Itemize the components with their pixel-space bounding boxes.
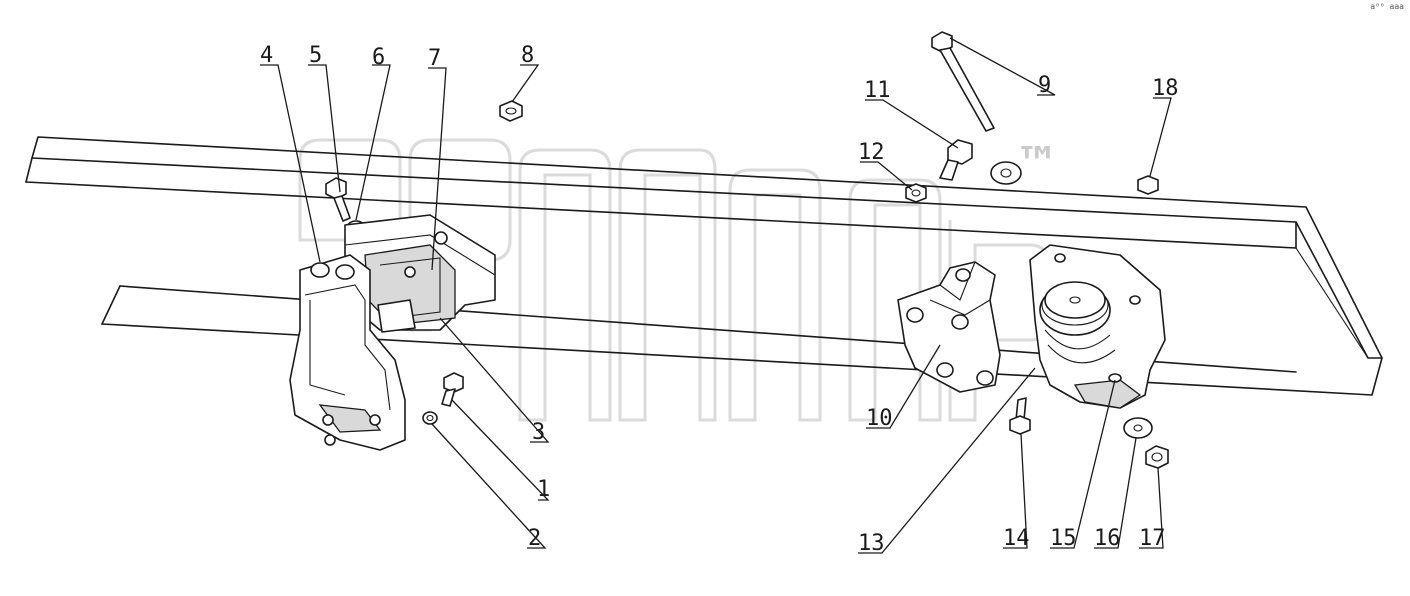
callout-5: 5 bbox=[309, 43, 322, 68]
callout-1: 1 bbox=[537, 477, 550, 502]
bolt-1 bbox=[441, 372, 464, 407]
callout-4: 4 bbox=[260, 43, 273, 68]
frame-rail bbox=[25, 136, 1383, 396]
rubber-mount-15 bbox=[1029, 244, 1166, 409]
washer-16 bbox=[1123, 417, 1153, 439]
callout-7: 7 bbox=[428, 46, 441, 71]
nut-8 bbox=[499, 100, 523, 122]
front-mount-bracket bbox=[344, 214, 496, 333]
callout-12: 12 bbox=[858, 140, 885, 165]
callout-17: 17 bbox=[1139, 526, 1166, 551]
nut-18 bbox=[1137, 175, 1159, 195]
callout-15: 15 bbox=[1050, 526, 1077, 551]
bolt-5 bbox=[325, 177, 351, 222]
callout-10: 10 bbox=[866, 406, 893, 431]
callout-6: 6 bbox=[372, 45, 385, 70]
callout-11: 11 bbox=[864, 78, 891, 103]
callout-13: 13 bbox=[858, 531, 885, 556]
front-cast-bracket-4 bbox=[289, 254, 406, 451]
washer-2 bbox=[422, 411, 438, 425]
callouts: 1 2 3 4 5 6 7 8 9 10 11 12 13 14 15 16 1… bbox=[260, 43, 1179, 556]
long-bolt-9 bbox=[931, 31, 995, 132]
callout-8: 8 bbox=[521, 43, 534, 68]
bolt-14 bbox=[1009, 397, 1031, 435]
watermark-trademark: ™ bbox=[1015, 138, 1059, 189]
callout-14: 14 bbox=[1003, 526, 1030, 551]
nut-17 bbox=[1145, 445, 1169, 469]
leader-lines bbox=[260, 37, 1172, 554]
rear-bracket-10 bbox=[897, 261, 1001, 393]
callout-18: 18 bbox=[1152, 76, 1179, 101]
callout-9: 9 bbox=[1038, 73, 1051, 98]
washer-upper bbox=[990, 161, 1022, 185]
callout-2: 2 bbox=[528, 526, 541, 551]
callout-16: 16 bbox=[1094, 526, 1121, 551]
corner-mark: a⁰⁰ aaa bbox=[1370, 2, 1404, 11]
callout-3: 3 bbox=[532, 420, 545, 445]
